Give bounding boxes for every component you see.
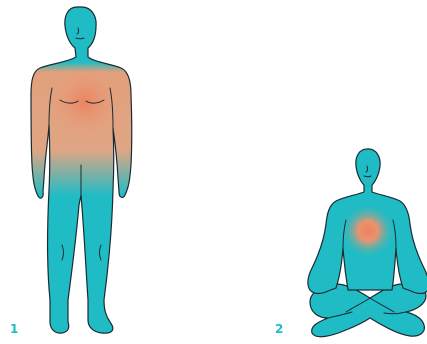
figure-1-label: 1 — [10, 323, 18, 335]
standing-figure — [31, 7, 132, 333]
seated-figure-chest-heat — [340, 203, 396, 259]
figure-2-label: 2 — [275, 323, 283, 335]
seated-figure — [308, 149, 427, 337]
standing-figure-heat-glow — [31, 57, 131, 160]
